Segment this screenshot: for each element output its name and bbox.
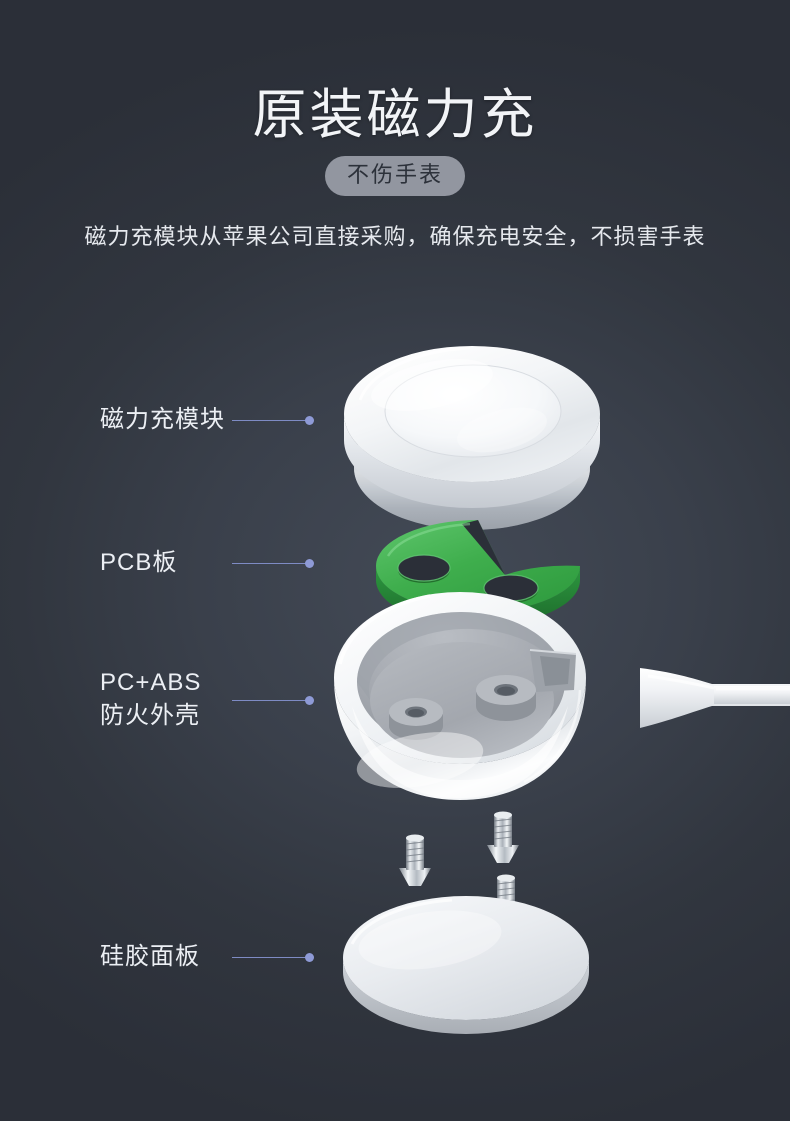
header-block: 原装磁力充 不伤手表 磁力充模块从苹果公司直接采购，确保充电安全，不损害手表 — [0, 0, 790, 252]
page-title: 原装磁力充 — [252, 85, 538, 145]
callout-leader-line — [232, 419, 306, 421]
part-usb-cable — [640, 668, 790, 728]
callout-leader-line — [232, 956, 306, 958]
callout-leader-line — [232, 562, 306, 564]
callout-label: PCB板 — [100, 549, 178, 576]
callout-dot — [305, 952, 314, 962]
callout-dot — [305, 558, 314, 568]
part-fireproof-housing — [334, 592, 586, 800]
callout-dot — [305, 695, 314, 705]
callout-label: PC+ABS 防火外壳 — [100, 669, 202, 729]
callout-dot — [305, 415, 314, 425]
callout-label: 硅胶面板 — [100, 943, 200, 970]
screw-boss-center — [476, 675, 536, 721]
part-magnetic-charging-module — [344, 346, 600, 530]
callout-leader-line — [232, 699, 306, 701]
screw-1 — [399, 834, 431, 886]
subtitle: 磁力充模块从苹果公司直接采购，确保充电安全，不损害手表 — [84, 224, 706, 249]
status-badge: 不伤手表 — [324, 156, 465, 196]
badge-wrapper: 不伤手表 — [0, 156, 790, 196]
screw-boss-left — [389, 698, 443, 740]
part-silicone-panel — [343, 896, 589, 1034]
callout-label: 磁力充模块 — [100, 406, 225, 433]
screw-2 — [487, 811, 519, 863]
